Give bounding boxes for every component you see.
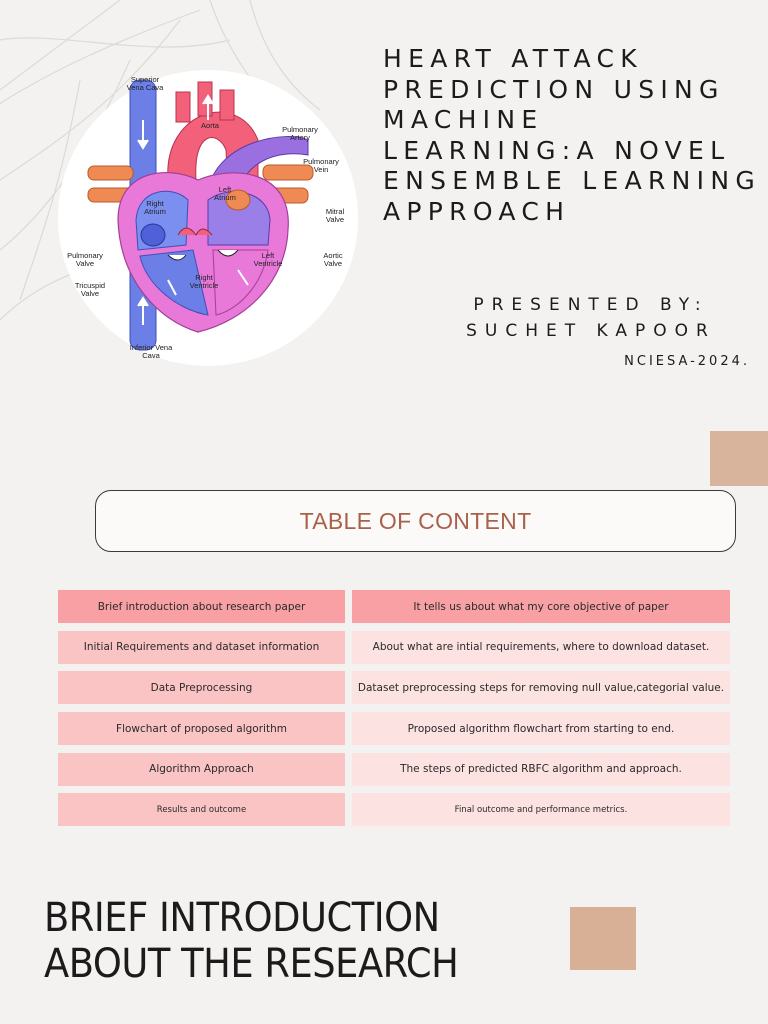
toc-row[interactable]: Results and outcome Final outcome and pe… xyxy=(58,793,730,828)
toc-topic: Flowchart of proposed algorithm xyxy=(58,712,345,746)
label-aortic-valve: Aortic Valve xyxy=(323,251,343,268)
toc-row[interactable]: Flowchart of proposed algorithm Proposed… xyxy=(58,712,730,747)
label-left-atrium: Left Atrium xyxy=(214,185,236,202)
toc-row[interactable]: Data Preprocessing Dataset preprocessing… xyxy=(58,671,730,706)
toc-description: It tells us about what my core objective… xyxy=(352,590,730,623)
label-mitral-valve: Mitral Valve xyxy=(325,207,345,224)
toc-description: About what are intial requirements, wher… xyxy=(352,630,730,664)
toc-row[interactable]: Algorithm Approach The steps of predicte… xyxy=(58,752,730,788)
accent-square-bottom xyxy=(570,907,636,970)
section-heading-line-1: BRIEF INTRODUCTION xyxy=(44,895,440,941)
toc-row[interactable]: Brief introduction about research paper … xyxy=(58,590,730,625)
label-pulmonary-valve: Pulmonary Valve xyxy=(67,251,103,268)
presenter-block: PRESENTED BY: SUCHET KAPOOR xyxy=(456,292,726,344)
label-pulmonary-artery: Pulmonary Artery xyxy=(282,125,318,142)
label-left-ventricle: Left Ventricle xyxy=(253,251,283,268)
heart-illustration xyxy=(87,79,314,351)
presenter-name: SUCHET KAPOOR xyxy=(466,321,716,341)
presented-by-label: PRESENTED BY: xyxy=(473,295,709,315)
toc-description: Proposed algorithm flowchart from starti… xyxy=(352,712,730,746)
toc-description: The steps of predicted RBFC algorithm an… xyxy=(352,752,730,786)
toc-topic: Brief introduction about research paper xyxy=(58,590,345,623)
toc-heading-box: TABLE OF CONTENT xyxy=(95,490,736,552)
toc-row[interactable]: Initial Requirements and dataset informa… xyxy=(58,630,730,666)
label-right-atrium: Right Atrium xyxy=(144,199,166,216)
heart-diagram: Superior Vena Cava Aorta Pulmonary Arter… xyxy=(58,70,358,366)
label-pulmonary-vein: Pulmonary Vein xyxy=(303,157,339,174)
toc-description: Dataset preprocessing steps for removing… xyxy=(352,671,730,705)
label-superior-vena-cava: Superior Vena Cava xyxy=(126,75,164,92)
label-aorta: Aorta xyxy=(201,121,219,130)
toc-description: Final outcome and performance metrics. xyxy=(352,793,730,827)
toc-title: TABLE OF CONTENT xyxy=(299,507,532,534)
label-right-ventricle: Right Ventricle xyxy=(189,273,219,290)
section-heading-line-2: ABOUT THE RESEARCH xyxy=(44,941,459,987)
toc-topic: Algorithm Approach xyxy=(58,752,345,786)
conference-label: NCIESA-2024. xyxy=(624,354,750,369)
toc-table: Brief introduction about research paper … xyxy=(58,590,730,834)
label-tricuspid-valve: Tricuspid Valve xyxy=(74,281,106,298)
toc-topic: Results and outcome xyxy=(58,793,345,827)
toc-topic: Data Preprocessing xyxy=(58,671,345,705)
page-title: HEART ATTACK PREDICTION USING MACHINE LE… xyxy=(383,44,761,226)
section-heading: BRIEF INTRODUCTION ABOUT THE RESEARCH xyxy=(44,895,459,987)
leaf-decoration xyxy=(0,0,321,321)
label-inferior-vena-cava: Inferior Vena Cava xyxy=(129,343,173,360)
toc-topic: Initial Requirements and dataset informa… xyxy=(58,630,345,664)
accent-square-top xyxy=(710,431,768,486)
